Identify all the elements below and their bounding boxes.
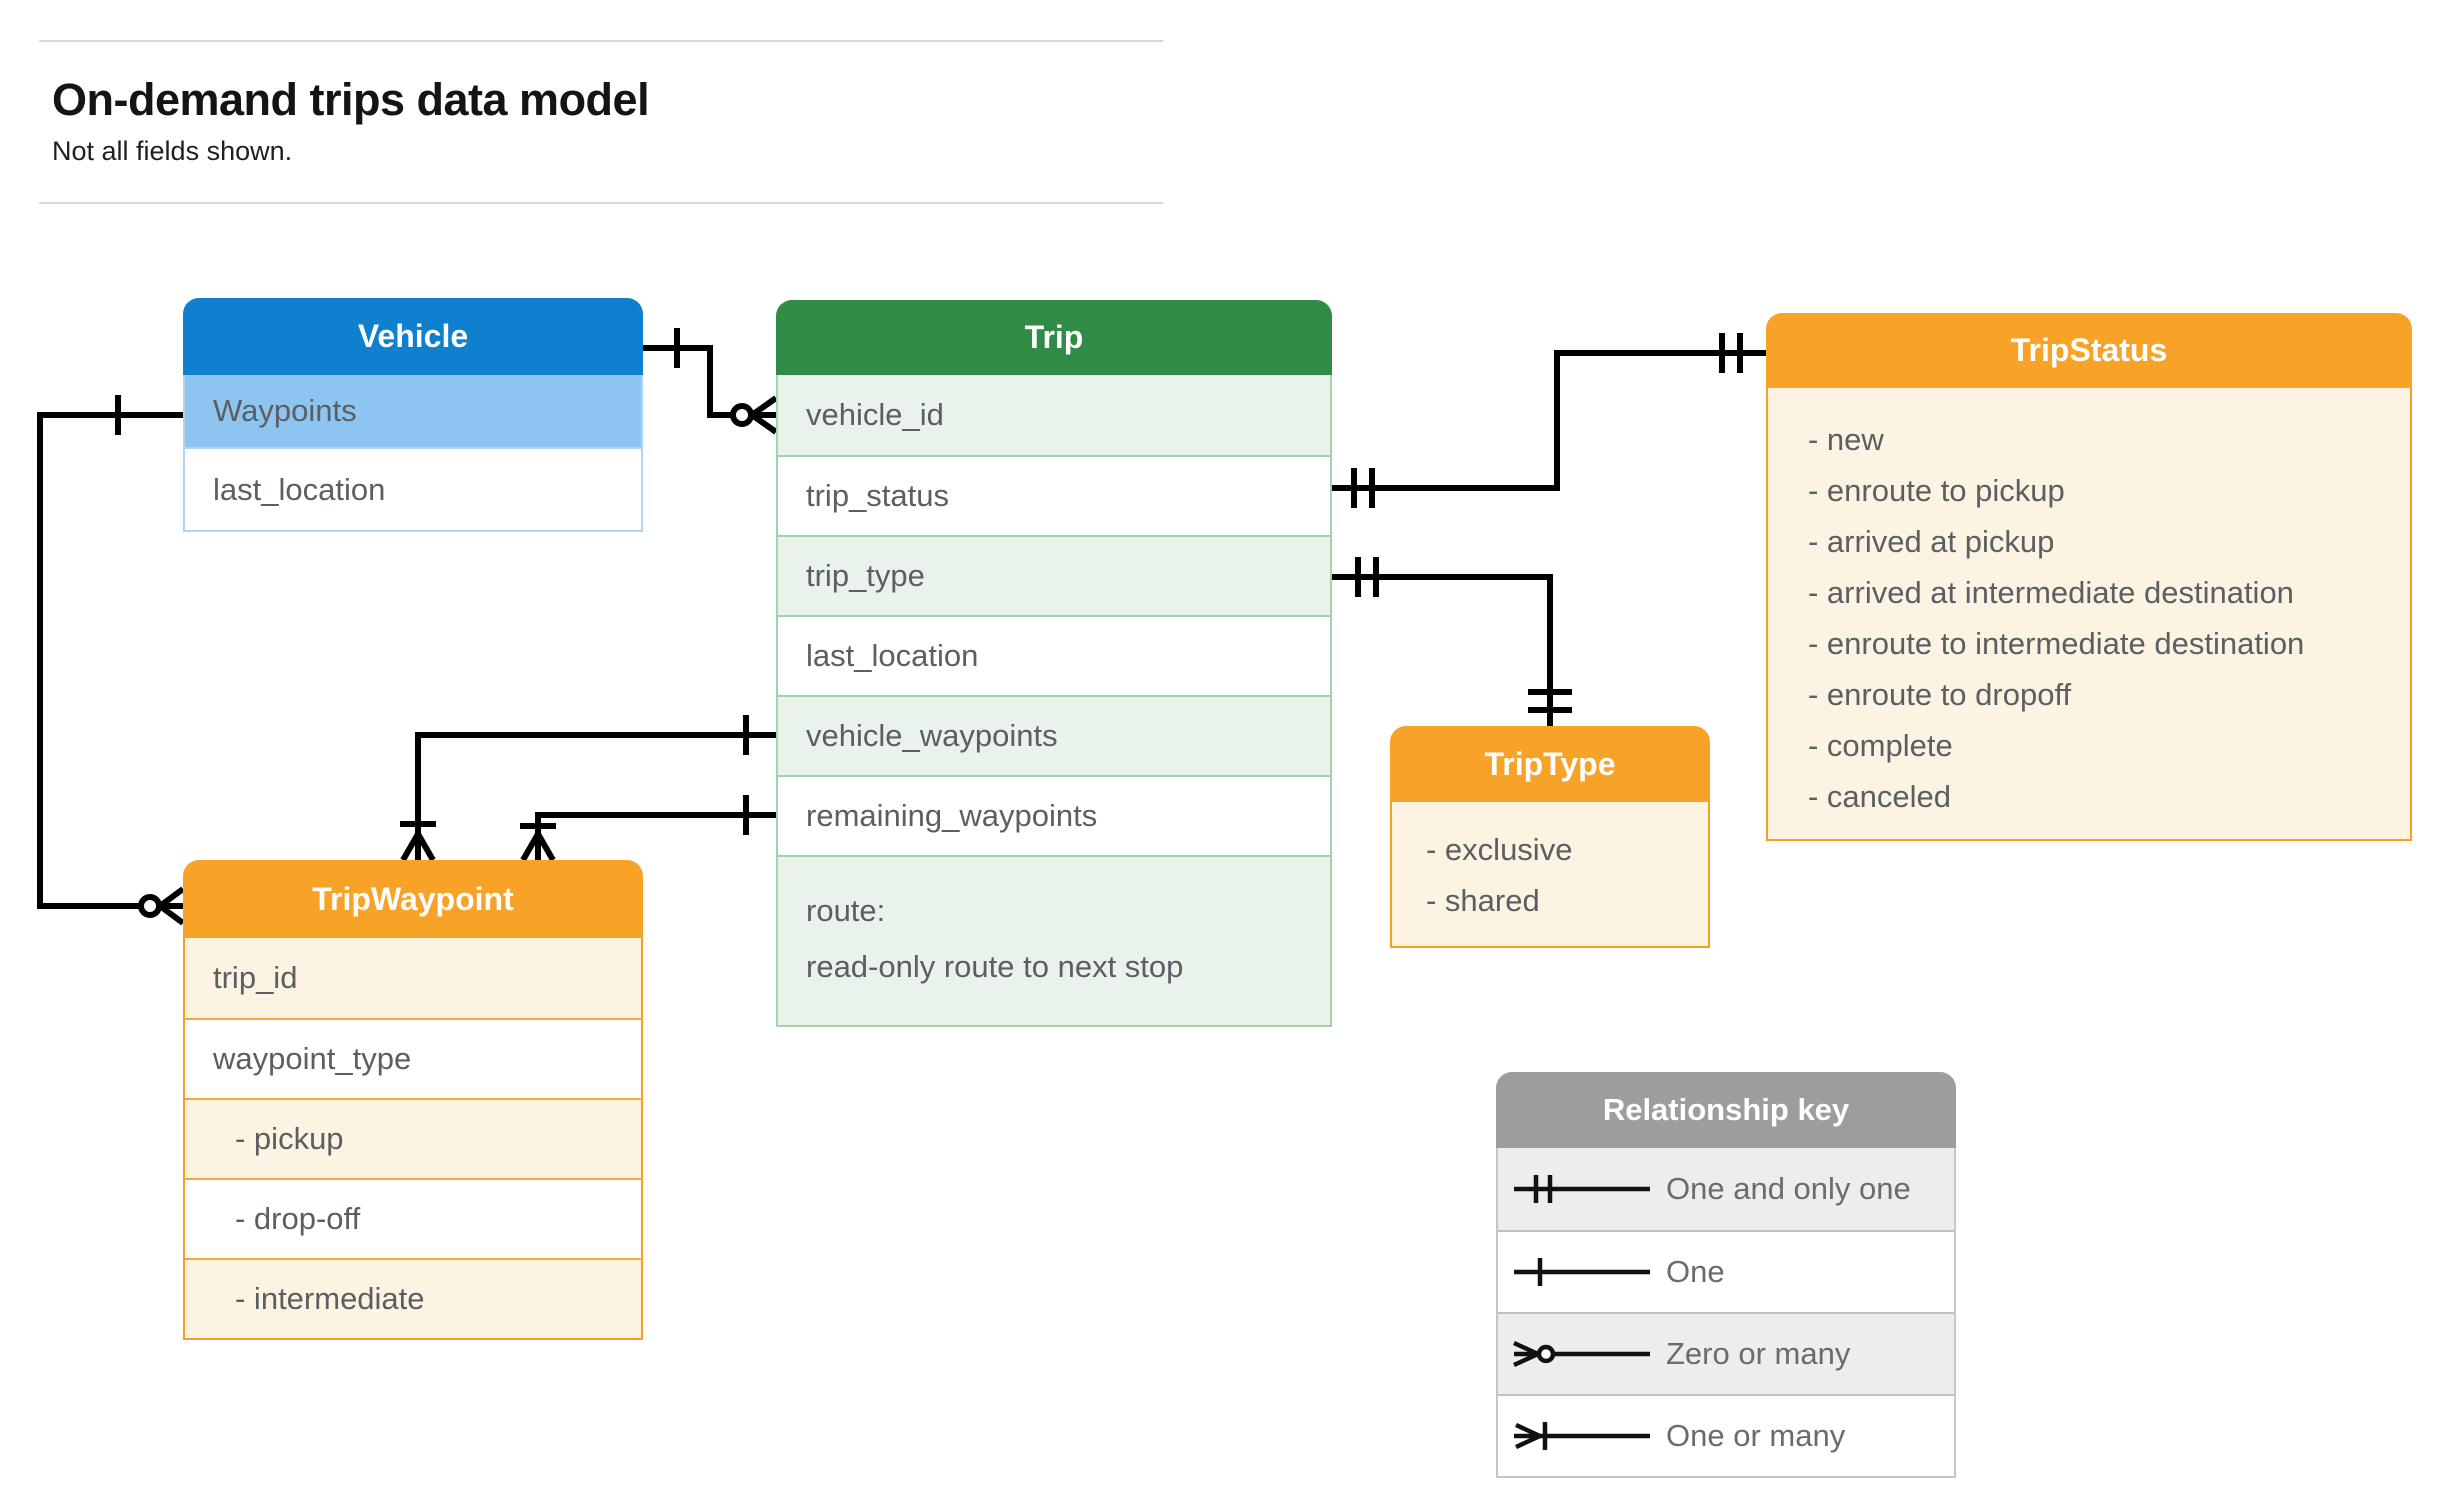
connector-vehicle-waypoints-to-tripwaypoint [37,395,185,926]
field-waypoint-type: waypoint_type [185,1018,641,1098]
entity-tripwaypoint-title: TripWaypoint [183,860,643,938]
one-and-only-one-ticks-icon [1351,468,1375,508]
entity-vehicle-title: Vehicle [183,298,643,375]
key-row-one-and-only-one: One and only one [1498,1148,1954,1230]
status-item: - arrived at pickup [1808,524,2055,559]
zero-circle-icon [138,894,162,918]
zero-circle-icon [730,403,754,427]
waypoint-type-drop-off: - drop-off [185,1178,641,1258]
entity-triptype-title: TripType [1390,726,1710,802]
connector-trip-type-to-triptype [1332,557,1572,726]
field-trip-id: trip_id [185,938,641,1018]
type-item: - exclusive [1426,832,1573,867]
top-divider [39,40,1163,42]
field-vehicle-id: vehicle_id [778,375,1330,455]
key-label: One and only one [1666,1171,1911,1206]
key-label: One or many [1666,1418,1846,1453]
status-item: - canceled [1808,779,1952,814]
status-item: - arrived at intermediate destination [1808,575,2294,610]
one-and-only-one-ticks-icon [1719,333,1743,373]
one-and-only-one-ticks-icon [1355,557,1379,597]
one-and-only-one-icon [1514,1175,1650,1203]
entity-triptype: TripType - exclusive - shared [1390,726,1710,948]
field-last-location: last_location [185,447,641,530]
one-or-many-icon [1514,1422,1650,1450]
key-label: One [1666,1254,1725,1289]
bottom-divider [39,202,1163,204]
crow-foot-icon [400,832,436,862]
zero-or-many-icon [1513,1340,1650,1368]
status-item: - enroute to pickup [1808,473,2065,508]
field-waypoints: Waypoints [185,375,641,447]
status-item: - enroute to dropoff [1808,677,2072,712]
field-route-line1: route: [806,893,886,928]
entity-trip: Trip vehicle_id trip_status trip_type la… [776,300,1332,1027]
waypoint-type-intermediate: - intermediate [185,1258,641,1338]
one-and-only-one-ticks-icon [1528,689,1572,713]
crow-foot-icon [158,886,185,926]
field-route-line2: read-only route to next stop [806,949,1184,984]
key-label: Zero or many [1666,1336,1851,1371]
field-last-location: last_location [778,615,1330,695]
connector-trip-status-to-tripstatus [1332,333,1766,508]
key-row-one: One [1498,1230,1954,1312]
status-item: - new [1808,422,1884,457]
entity-tripstatus-title: TripStatus [1766,313,2412,388]
waypoint-type-pickup: - pickup [185,1098,641,1178]
field-remaining-waypoints: remaining_waypoints [778,775,1330,855]
entity-vehicle: Vehicle Waypoints last_location [183,298,643,532]
key-row-zero-or-many: Zero or many [1498,1312,1954,1394]
entity-tripwaypoint: TripWaypoint trip_id waypoint_type - pic… [183,860,643,1340]
status-item: - enroute to intermediate destination [1808,626,2305,661]
field-trip-status: trip_status [778,455,1330,535]
connector-vehicle-to-trip-vehicle-id [643,328,778,435]
page-title: On-demand trips data model [52,74,650,125]
connector-trip-vehicle-waypoints-to-tripwaypoint [400,715,776,862]
crow-foot-icon [750,395,778,435]
connector-trip-remaining-waypoints-to-tripwaypoint [520,795,776,862]
page-subtitle: Not all fields shown. [52,136,293,166]
key-row-one-or-many: One or many [1498,1394,1954,1476]
relationship-key-title: Relationship key [1496,1072,1956,1148]
entity-trip-title: Trip [776,300,1332,375]
relationship-key: Relationship key One and only one One [1496,1072,1956,1478]
crow-foot-icon [520,832,556,862]
field-vehicle-waypoints: vehicle_waypoints [778,695,1330,775]
field-route: route: read-only route to next stop [778,855,1330,1025]
status-item: - complete [1808,728,1953,763]
type-item: - shared [1426,883,1540,918]
entity-tripstatus: TripStatus - new - enroute to pickup - a… [1766,313,2412,841]
field-trip-type: trip_type [778,535,1330,615]
one-icon [1514,1258,1650,1286]
